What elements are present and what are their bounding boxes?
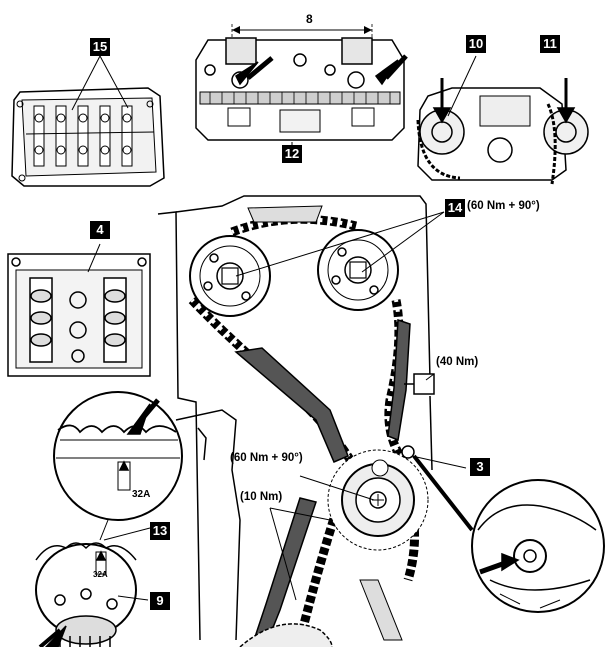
leader-lines [103,211,467,601]
cylinder-head-top-view-15 [11,55,165,187]
camshaft-adjuster-sprocket [35,542,137,649]
callout-15: 15 [90,38,110,56]
cylinder-head-camshaft-view-4 [7,243,151,377]
callout-14: 14 [445,199,465,217]
callout-4: 4 [90,221,110,239]
torque-guide-bolts: (10 Nm) [240,491,283,503]
camshaft-sprocket-view-10-11 [416,55,589,185]
callout-10: 10 [466,35,486,53]
callout-9: 9 [150,592,170,610]
chain-tensioner [404,373,435,395]
fixed-chain-guide [247,205,411,442]
torque-tensioner: (40 Nm) [436,356,479,368]
tensioner-detail-zoom [412,454,605,613]
lower-sprocket [239,623,333,648]
tensioner-rail [234,347,349,463]
zoom-mark-label: 32A [132,489,151,500]
sprocket-mark-zoom [53,391,183,541]
callout-11: 11 [540,35,560,53]
exhaust-camshaft-sprocket [317,229,399,311]
dimension-label: 8 [306,12,313,26]
camshaft-housing-view-12 [195,24,408,148]
intake-camshaft-sprocket [189,235,271,317]
engine-block-outline [157,195,433,641]
torque-crank-sprocket: (60 Nm + 90°) [230,452,303,464]
callout-12: 12 [282,145,302,163]
callout-3: 3 [470,458,490,476]
callout-13: 13 [150,522,170,540]
torque-camshaft-bolts: (60 Nm + 90°) [467,200,540,212]
intermediate-sprocket [327,445,429,551]
sprocket-mark-label: 32A [93,570,108,579]
